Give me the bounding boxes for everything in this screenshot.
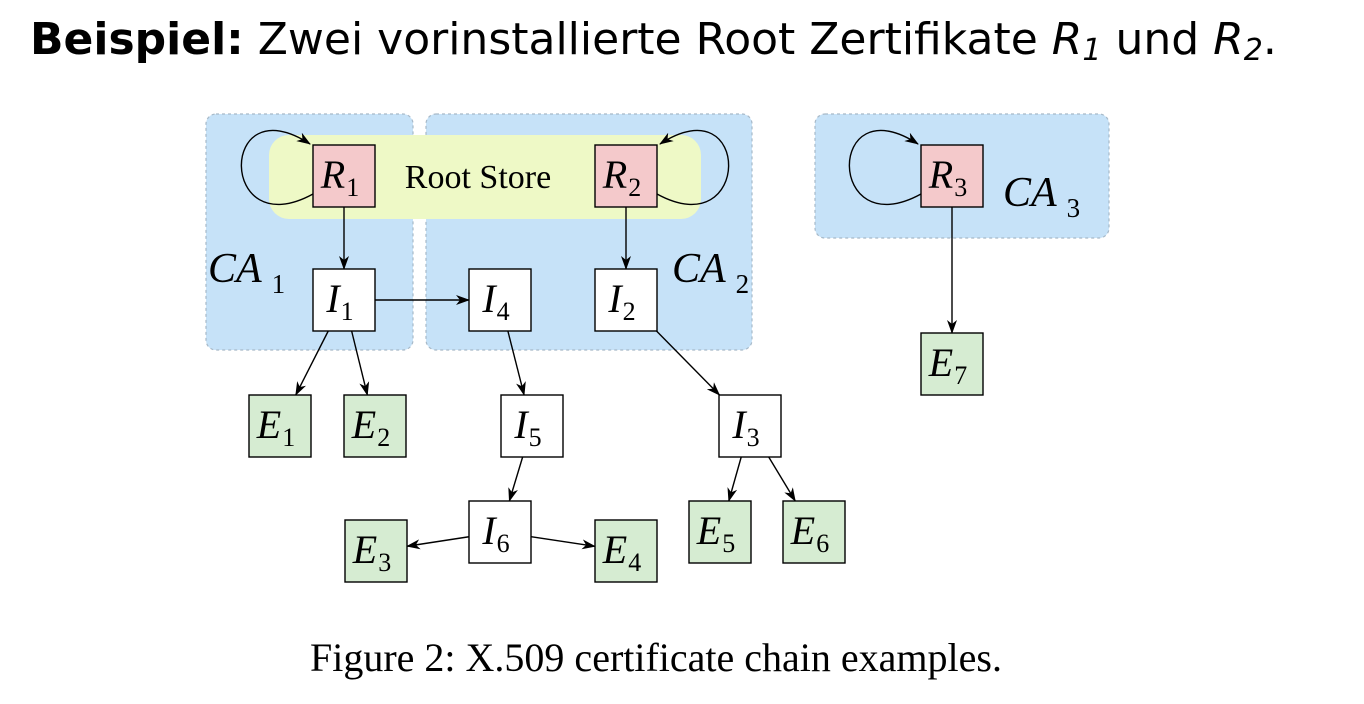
self-loop-r1 bbox=[240, 129, 314, 206]
cert-label: I2 bbox=[607, 276, 635, 326]
cert-node-i5: I5 bbox=[500, 394, 564, 458]
root-cert-box bbox=[594, 144, 658, 208]
heading-lead: Beispiel: bbox=[30, 14, 244, 65]
self-loop-r2 bbox=[656, 129, 730, 206]
edge-i6-e3 bbox=[406, 536, 470, 550]
edge-i2-i3 bbox=[656, 330, 721, 396]
intermediate-cert-box bbox=[468, 500, 532, 564]
end-entity-cert-box bbox=[248, 394, 312, 458]
edge-i6-e4 bbox=[530, 535, 596, 550]
intermediate-cert-box bbox=[718, 394, 782, 458]
end-entity-cert-box bbox=[688, 500, 752, 564]
cert-label: I3 bbox=[731, 402, 759, 452]
cert-node-e1: E1 bbox=[248, 394, 312, 458]
intermediate-cert-box bbox=[500, 394, 564, 458]
cert-label: E4 bbox=[602, 527, 641, 577]
intermediate-cert-box bbox=[312, 268, 376, 332]
cert-label: I4 bbox=[481, 276, 509, 326]
root-cert-box bbox=[920, 144, 984, 208]
cert-label: E5 bbox=[696, 508, 735, 558]
heading-second-cert: R2 bbox=[1213, 14, 1263, 68]
cert-label: E6 bbox=[790, 508, 829, 558]
heading-joiner: und bbox=[1115, 14, 1200, 65]
cert-node-r2: R2 bbox=[594, 144, 658, 208]
edge-i4-i5 bbox=[507, 330, 526, 396]
edge-i1-e2 bbox=[350, 330, 370, 396]
edges-layer bbox=[240, 129, 957, 550]
cert-node-e2: E2 bbox=[343, 394, 407, 458]
cert-label: R3 bbox=[928, 152, 967, 202]
cert-node-i3: I3 bbox=[718, 394, 782, 458]
edge-i3-e6 bbox=[768, 456, 796, 502]
cert-node-i1: I1 bbox=[312, 268, 376, 332]
end-entity-cert-box bbox=[343, 394, 407, 458]
root-store-area bbox=[269, 135, 701, 219]
cert-label: E3 bbox=[352, 527, 391, 577]
cert-label: E2 bbox=[351, 402, 390, 452]
cert-label: I5 bbox=[513, 402, 541, 452]
end-entity-cert-box bbox=[782, 500, 846, 564]
edge-i3-e5 bbox=[727, 456, 742, 502]
root-store-label: Root Store bbox=[405, 159, 551, 196]
cert-node-r1: R1 bbox=[312, 144, 376, 208]
cert-node-r3: R3 bbox=[920, 144, 984, 208]
self-loop-r3 bbox=[848, 129, 922, 206]
heading-text: Zwei vorinstallierte Root Zertifikate bbox=[257, 14, 1038, 65]
heading-first-cert: R1 bbox=[1051, 14, 1102, 68]
intermediate-cert-box bbox=[468, 268, 532, 332]
cert-label: I6 bbox=[481, 508, 509, 558]
cert-node-e6: E6 bbox=[782, 500, 846, 564]
cert-node-e7: E7 bbox=[920, 332, 984, 396]
cert-node-e4: E4 bbox=[594, 519, 658, 583]
cert-label: R1 bbox=[320, 152, 359, 202]
end-entity-cert-box bbox=[594, 519, 658, 583]
edge-i5-i6 bbox=[508, 456, 524, 502]
cert-label: E1 bbox=[256, 402, 295, 452]
cert-label: E7 bbox=[928, 340, 967, 390]
cert-label: I1 bbox=[325, 276, 353, 326]
figure-caption: Figure 2: X.509 certificate chain exampl… bbox=[310, 635, 1002, 680]
cert-node-i2: I2 bbox=[594, 268, 658, 332]
cert-node-i6: I6 bbox=[468, 500, 532, 564]
intermediate-cert-box bbox=[594, 268, 658, 332]
cert-node-i4: I4 bbox=[468, 268, 532, 332]
end-entity-cert-box bbox=[344, 519, 408, 583]
cert-node-e3: E3 bbox=[344, 519, 408, 583]
slide-heading: Beispiel: Zwei vorinstallierte Root Zert… bbox=[30, 10, 1277, 70]
heading-end: . bbox=[1262, 14, 1277, 65]
root-cert-box bbox=[312, 144, 376, 208]
cert-node-e5: E5 bbox=[688, 500, 752, 564]
edge-i1-e1 bbox=[295, 330, 329, 396]
cert-label: R2 bbox=[602, 152, 641, 202]
end-entity-cert-box bbox=[920, 332, 984, 396]
